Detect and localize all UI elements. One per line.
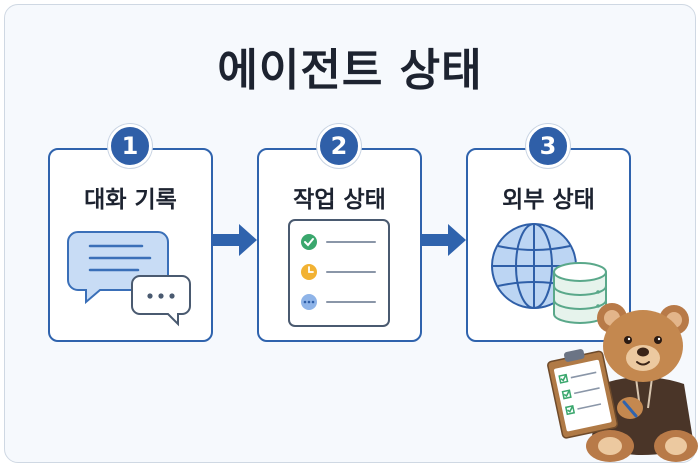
step-number-2: 2 [317,124,361,168]
step-label-2: 작업 상태 [293,187,386,213]
step-number-1: 1 [108,124,152,168]
step-number-3: 3 [526,124,570,168]
arrow-right-icon [422,224,466,256]
step-card-2: 작업 상태 [257,148,422,342]
chat-bubbles-icon [67,231,191,327]
step-card-1: 대화 기록 [48,148,213,342]
checklist-icon [288,219,390,327]
step-label-1: 대화 기록 [84,187,177,213]
teddy-bear-icon [547,303,698,462]
diagram-title: 에이전트 상태 [217,45,483,96]
step-label-3: 외부 상태 [502,187,595,213]
step-card-3: 외부 상태 [466,148,631,342]
arrow-right-icon [213,224,257,256]
